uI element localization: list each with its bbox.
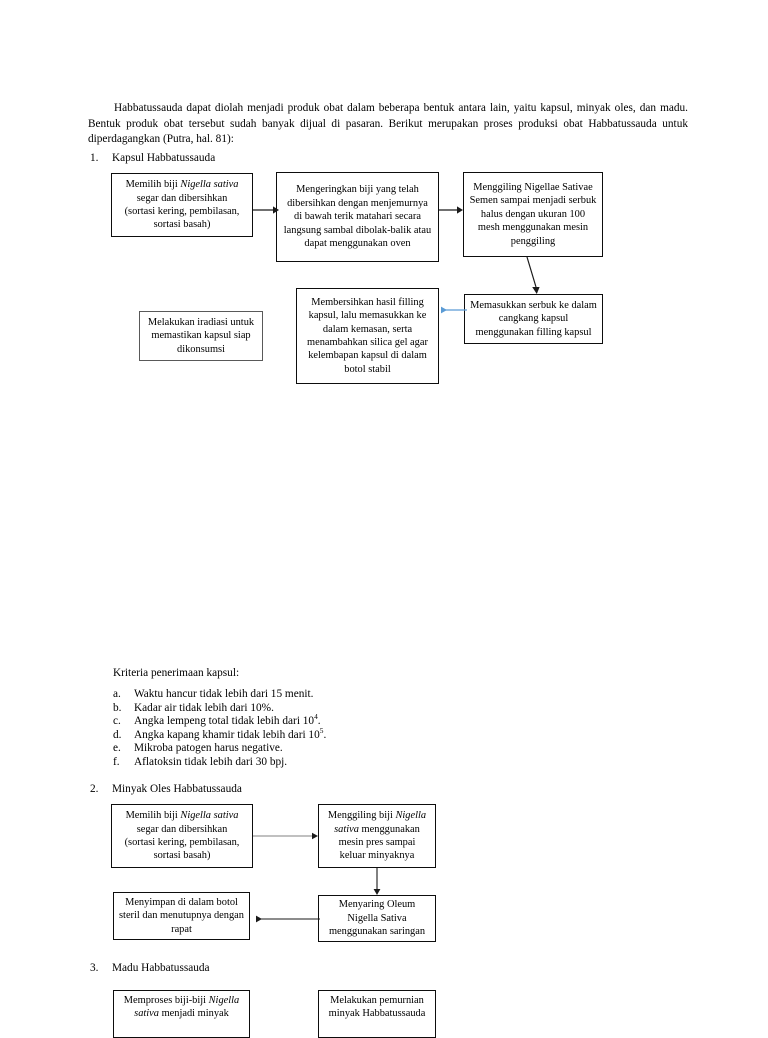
criteria-item-d: d. Angka kapang khamir tidak lebih dari … — [113, 726, 327, 743]
criteria-item-a: a. Waktu hancur tidak lebih dari 15 meni… — [113, 688, 326, 702]
section-title-3: Madu Habbatussauda — [112, 962, 210, 974]
section-number-2: 2. — [90, 783, 99, 795]
criteria-text-c: Angka lempeng total tidak lebih dari 104… — [134, 712, 321, 729]
criteria-text-c-after: . — [317, 715, 321, 728]
flow2-pressing-l4: keluar minyaknya — [339, 850, 415, 862]
flow2-pressing-l2b: menggunakan — [358, 823, 420, 835]
flow2-arrow-filtering-to-storing — [248, 913, 322, 925]
flow1-arrow-grinding-to-filling — [525, 256, 549, 297]
flow2-select-seed-l1a: Memilih biji — [125, 810, 181, 822]
flow3-box-process-seed: Memproses biji-biji Nigella sativa menja… — [113, 990, 250, 1038]
flow1-arrow-select-to-drying — [253, 205, 281, 215]
criteria-mark-a: a. — [113, 688, 121, 700]
criteria-item-e: e. Mikroba patogen harus negative. — [113, 742, 326, 756]
criteria-text-b: Kadar air tidak lebih dari 10%. — [134, 701, 274, 714]
criteria-item-b: b. Kadar air tidak lebih dari 10%. — [113, 702, 326, 716]
flow1-box-select-seed: Memilih biji Nigella sativa segar dan di… — [111, 173, 253, 237]
flow3-process-seed-l1-italic: Nigella — [208, 995, 240, 1006]
section-title-2: Minyak Oles Habbatussauda — [112, 783, 242, 795]
flow2-select-seed-l3: (sortasi kering, pembilasan, — [124, 837, 240, 848]
criteria-text-a: Waktu hancur tidak lebih dari 15 menit. — [134, 688, 314, 700]
criteria-mark-e: e. — [113, 742, 121, 755]
flow2-box-select-seed: Memilih biji Nigella sativa segar dan di… — [111, 804, 253, 868]
criteria-text-d-before: Angka kapang khamir tidak lebih dari 10 — [134, 728, 320, 741]
flow2-select-seed-l1-italic: Nigella sativa — [180, 810, 239, 822]
flow2-pressing-l1-italic: Nigella — [395, 810, 427, 822]
flow2-select-seed-l2: segar dan dibersihkan — [136, 823, 228, 835]
flow2-arrow-pressing-to-filtering — [371, 868, 383, 898]
flow1-box-filling: Memasukkan serbuk ke dalam cangkang kaps… — [464, 294, 603, 344]
flow1-box-grinding: Menggiling Nigellae Sativae Semen sampai… — [463, 172, 603, 257]
section-title-1: Kapsul Habbatussauda — [112, 152, 216, 164]
flow3-purify-l1: Melakukan pemurnian — [330, 995, 424, 1006]
flow1-select-seed-l3: (sortasi kering, pembilasan, — [124, 206, 240, 217]
criteria-text-d-sup: 5 — [319, 726, 324, 736]
section-heading-3: 3. Madu Habbatussauda — [90, 961, 210, 977]
flow1-arrow-drying-to-grinding — [439, 205, 467, 215]
intro-paragraph: Habbatussauda dapat diolah menjadi produ… — [88, 102, 688, 146]
criteria-item-f: f. Aflatoksin tidak lebih dari 30 bpj. — [113, 756, 326, 770]
flow1-arrow-filling-to-cleaning — [433, 304, 469, 316]
flow3-process-seed-l2-italic: sativa — [134, 1008, 159, 1020]
section-heading-1: 1. Kapsul Habbatussauda — [90, 151, 215, 167]
flow1-box-drying: Mengeringkan biji yang telah dibersihkan… — [276, 172, 439, 262]
flow1-box-irradiation: Melakukan iradiasi untuk memastikan kaps… — [139, 311, 263, 361]
criteria-mark-b: b. — [113, 701, 122, 714]
flow3-box-purify: Melakukan pemurnian minyak Habbatussauda — [318, 990, 436, 1038]
criteria-text-f: Aflatoksin tidak lebih dari 30 bpj. — [134, 755, 288, 768]
flow2-box-filtering: Menyaring Oleum Nigella Sativa menggunak… — [318, 895, 436, 942]
flow2-pressing-l2-italic: sativa — [334, 823, 359, 835]
flow1-select-seed-l1-italic: Nigella sativa — [180, 179, 239, 191]
criteria-text-d-after: . — [323, 728, 327, 741]
section-heading-2: 2. Minyak Oles Habbatussauda — [90, 782, 242, 798]
section-number-1: 1. — [90, 152, 99, 164]
criteria-text-e: Mikroba patogen harus negative. — [134, 742, 283, 755]
criteria-text-d: Angka kapang khamir tidak lebih dari 105… — [134, 726, 327, 743]
criteria-text-c-before: Angka lempeng total tidak lebih dari 10 — [134, 715, 315, 728]
section-number-3: 3. — [90, 962, 99, 974]
criteria-list: a. Waktu hancur tidak lebih dari 15 meni… — [113, 688, 326, 770]
criteria-mark-d: d. — [113, 728, 122, 741]
criteria-mark-f: f. — [113, 755, 120, 768]
flow1-box-cleaning: Membersihkan hasil filling kapsul, lalu … — [296, 288, 439, 384]
flow2-pressing-l1a: Menggiling biji — [327, 810, 396, 822]
flow2-arrow-select-to-pressing — [253, 831, 323, 841]
criteria-heading: Kriteria penerimaan kapsul: — [113, 667, 240, 679]
flow1-select-seed-l1a: Memilih biji — [125, 179, 181, 191]
flow2-pressing-l3: mesin pres sampai — [338, 837, 416, 848]
criteria-text-c-sup: 4 — [314, 712, 318, 722]
flow1-select-seed-l4: sortasi basah) — [153, 219, 211, 231]
flow3-process-seed-l2b: menjadi minyak — [158, 1008, 229, 1020]
flow2-box-storing: Menyimpan di dalam botol steril dan menu… — [113, 892, 250, 940]
flow3-process-seed-l1a: Memproses biji-biji — [123, 995, 209, 1006]
criteria-mark-c: c. — [113, 715, 121, 728]
flow1-select-seed-l2: segar dan dibersihkan — [136, 192, 228, 204]
flow3-purify-l2: minyak Habbatussauda — [328, 1008, 426, 1020]
criteria-item-c: c. Angka lempeng total tidak lebih dari … — [113, 712, 326, 729]
flow2-box-pressing: Menggiling biji Nigella sativa menggunak… — [318, 804, 436, 868]
flow2-select-seed-l4: sortasi basah) — [153, 850, 211, 862]
